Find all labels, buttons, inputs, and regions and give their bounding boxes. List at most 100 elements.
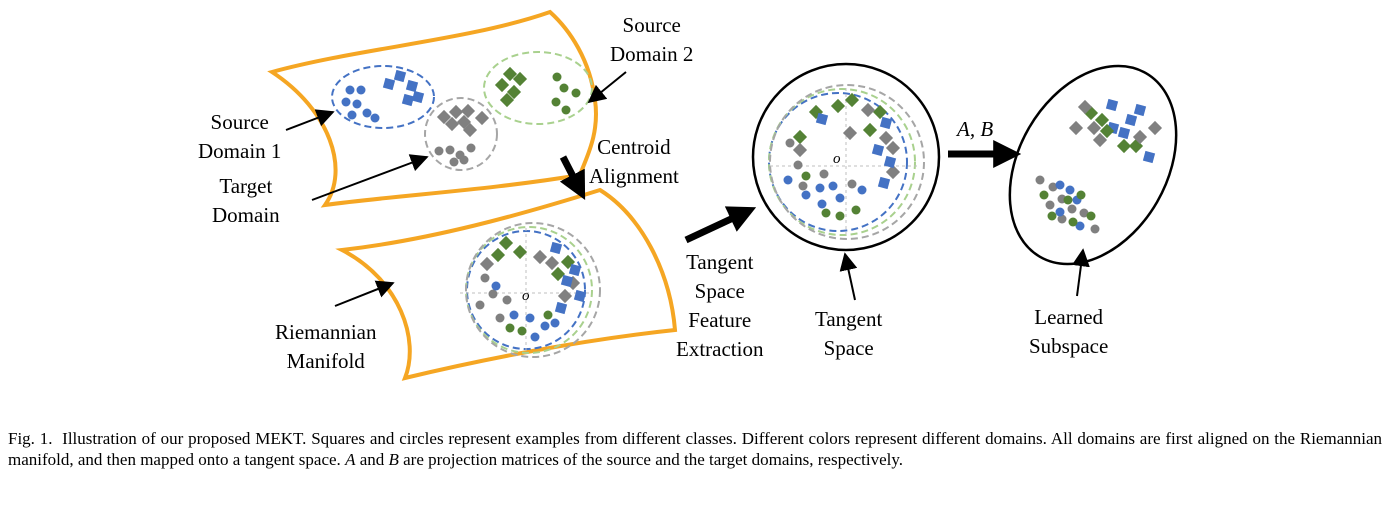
pointer-source-domain-2	[587, 71, 627, 104]
square-marker	[444, 116, 460, 132]
square-marker	[393, 69, 407, 83]
circle-marker	[540, 321, 550, 331]
figure-caption: Fig. 1. Illustration of our proposed MEK…	[8, 428, 1382, 470]
circle-marker	[793, 160, 803, 170]
square-marker	[1147, 120, 1163, 136]
circle-marker	[1065, 185, 1075, 195]
circle-marker	[559, 83, 569, 93]
origin-label-tangent: o	[833, 151, 841, 167]
circle-marker	[847, 179, 857, 189]
square-marker	[862, 122, 878, 138]
origin-label-aligned: o	[522, 288, 530, 304]
caption-fig-label: Fig. 1.	[8, 429, 53, 448]
square-marker	[549, 241, 563, 255]
circle-marker	[1063, 195, 1073, 205]
circle-marker	[505, 323, 515, 333]
square-marker	[557, 288, 573, 304]
square-marker	[448, 104, 464, 120]
square-marker	[885, 140, 901, 156]
circle-marker	[1067, 204, 1077, 214]
square-marker	[792, 142, 808, 158]
square-marker	[405, 79, 419, 93]
circle-marker	[1047, 211, 1057, 221]
circle-marker	[480, 273, 490, 283]
square-marker	[502, 66, 518, 82]
circle-marker	[1055, 207, 1065, 217]
circle-marker	[835, 193, 845, 203]
circle-marker	[801, 171, 811, 181]
square-marker	[401, 93, 415, 107]
square-marker	[1117, 126, 1131, 140]
square-marker	[879, 116, 893, 130]
circle-marker	[1079, 208, 1089, 218]
square-marker	[460, 103, 476, 119]
aligned-ring-target	[465, 222, 601, 358]
circle-marker	[1075, 221, 1085, 231]
square-marker	[573, 289, 587, 303]
square-marker	[1132, 129, 1148, 145]
circle-marker	[801, 190, 811, 200]
square-marker	[1099, 123, 1115, 139]
square-marker	[506, 84, 522, 100]
aligned-points	[475, 235, 587, 342]
learned-points	[1035, 98, 1163, 234]
square-marker	[842, 125, 858, 141]
square-marker	[550, 266, 566, 282]
square-marker	[474, 110, 490, 126]
square-marker	[554, 301, 568, 315]
caption-var-a: A	[345, 450, 356, 469]
square-marker	[883, 155, 897, 169]
square-marker	[877, 176, 891, 190]
circle-marker	[543, 310, 553, 320]
square-marker	[479, 256, 495, 272]
circle-marker	[561, 105, 571, 115]
source-domain-1-points	[341, 69, 425, 123]
circle-marker	[815, 183, 825, 193]
circle-marker	[1068, 217, 1078, 227]
square-marker	[1092, 132, 1108, 148]
square-marker	[1133, 103, 1147, 117]
circle-marker	[552, 72, 562, 82]
circle-marker	[785, 138, 795, 148]
caption-var-b: B	[388, 450, 399, 469]
caption-text-3: are projection matrices of the source an…	[403, 450, 904, 469]
circle-marker	[1076, 190, 1086, 200]
circle-marker	[347, 110, 357, 120]
source-domain-2-points	[494, 66, 581, 115]
circle-marker	[798, 181, 808, 191]
pointer-learned-subspace	[1071, 248, 1090, 297]
circle-marker	[1055, 180, 1065, 190]
circle-marker	[525, 313, 535, 323]
manifold-bottom	[335, 187, 678, 381]
target-domain-points	[434, 103, 490, 167]
label-projection-matrices: A, B	[957, 117, 994, 141]
square-marker	[568, 263, 582, 277]
square-marker	[1086, 120, 1102, 136]
circle-marker	[488, 289, 498, 299]
circle-marker	[530, 332, 540, 342]
square-marker	[411, 90, 425, 104]
square-marker	[792, 129, 808, 145]
circle-marker	[783, 175, 793, 185]
square-marker	[1124, 113, 1138, 127]
circle-marker	[362, 108, 372, 118]
circle-marker	[459, 155, 469, 165]
square-marker	[512, 244, 528, 260]
square-marker	[871, 143, 885, 157]
circle-marker	[517, 326, 527, 336]
square-marker	[498, 235, 514, 251]
circle-marker	[1048, 182, 1058, 192]
square-marker	[860, 102, 876, 118]
square-marker	[512, 71, 528, 87]
square-marker	[532, 249, 548, 265]
circle-marker	[551, 97, 561, 107]
square-marker	[1094, 112, 1110, 128]
circle-marker	[851, 205, 861, 215]
circle-marker	[370, 113, 380, 123]
square-marker	[878, 130, 894, 146]
circle-marker	[502, 295, 512, 305]
tangent-space-circle	[751, 62, 941, 252]
